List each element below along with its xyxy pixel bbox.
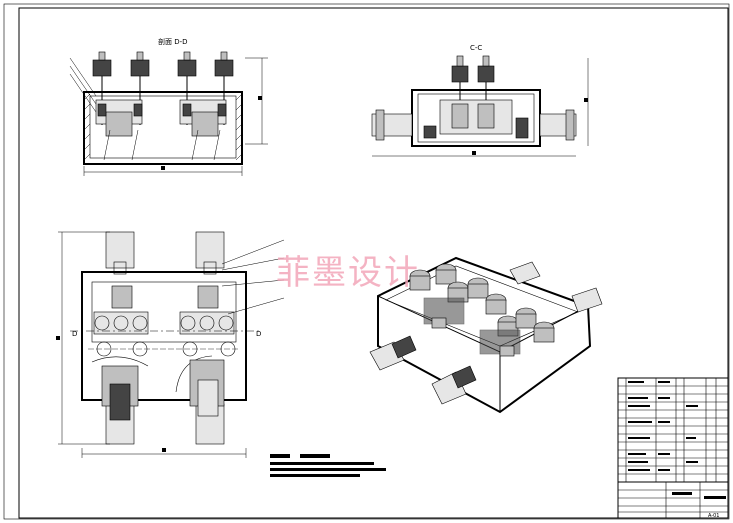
parts-list bbox=[617, 377, 729, 483]
front-section-label: 剖面 D-D bbox=[158, 37, 188, 46]
top-view: D D bbox=[56, 231, 285, 458]
isometric-view bbox=[369, 256, 603, 414]
inner-border bbox=[18, 7, 729, 519]
front-section-view: 剖面 D-D bbox=[69, 37, 268, 176]
cut-mark-right: D bbox=[256, 330, 261, 338]
side-section-view: C-C bbox=[371, 44, 589, 157]
cut-mark-left: D bbox=[72, 330, 77, 338]
tech-req-title: 技术要求 bbox=[270, 447, 290, 454]
technical-requirements: 技术要求 bbox=[270, 447, 386, 477]
title-block: A-01 bbox=[617, 481, 729, 519]
side-section-label: C-C bbox=[470, 44, 482, 52]
watermark: 菲墨设计 bbox=[276, 253, 420, 293]
drawing-number: A-01 bbox=[708, 513, 719, 519]
outer-border bbox=[3, 3, 730, 520]
